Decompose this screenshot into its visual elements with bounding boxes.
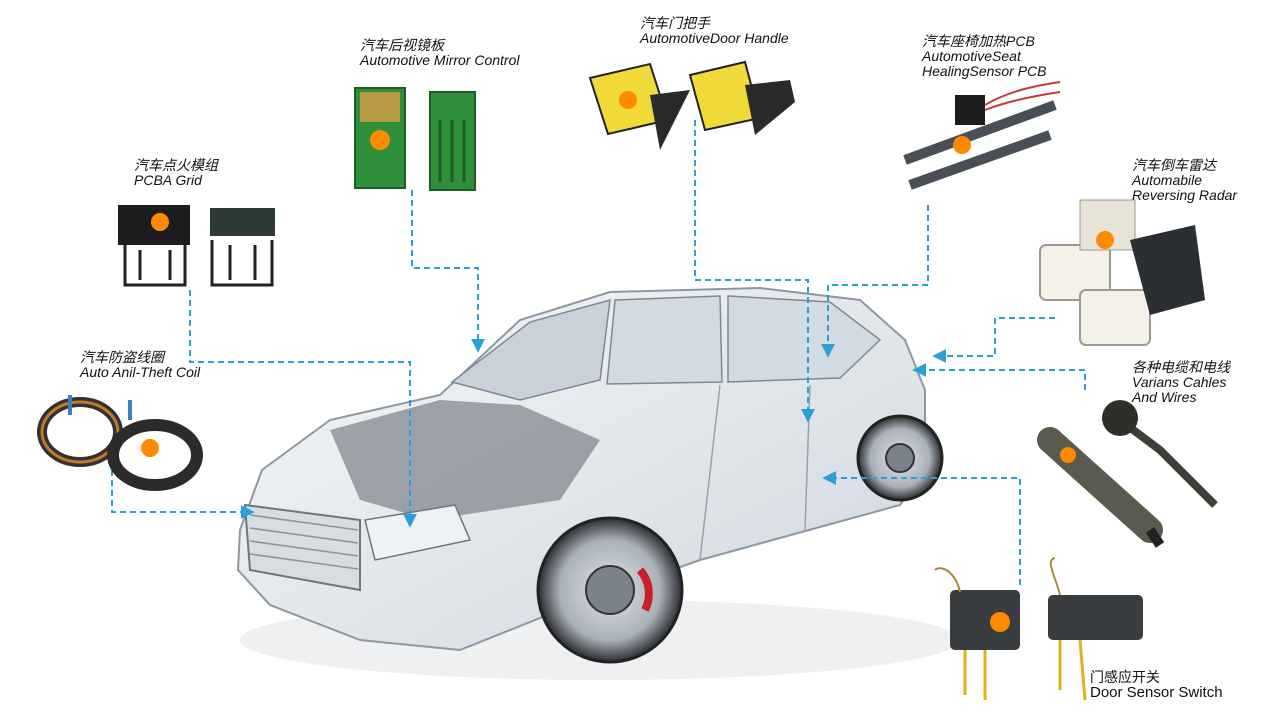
- engine-bay: [330, 400, 600, 520]
- windshield: [450, 298, 611, 401]
- leader-coil: [111, 460, 255, 519]
- label-cables-wires: 各种电缆和电线 Varians Cahles And Wires: [1132, 360, 1230, 405]
- door-handle-sensors: [588, 60, 795, 150]
- seat-sensor-chip: [955, 95, 985, 125]
- label-en: PCBA Grid: [134, 172, 202, 188]
- rear-side-window: [727, 295, 882, 383]
- cables-and-wires: [1037, 400, 1218, 548]
- pcba-grid-modules: [118, 205, 275, 287]
- label-seat-heating: 汽车座椅加热PCB AutomotiveSeat HealingSensor P…: [922, 34, 1047, 79]
- reversing-radar: [1039, 199, 1205, 346]
- label-zh: 汽车门把手: [640, 15, 710, 31]
- label-en: Door Sensor Switch: [1090, 684, 1223, 701]
- connector-icon: [1102, 400, 1138, 436]
- grille-slats: [249, 514, 359, 570]
- car-illustration: [236, 286, 960, 680]
- av-logo-icon: [1096, 231, 1114, 249]
- seat-heating-bars: [903, 100, 1057, 190]
- mirror-control-pcbs: [354, 87, 476, 191]
- label-zh: 各种电缆和电线: [1132, 359, 1230, 375]
- av-logo-icon: [370, 130, 390, 150]
- radar-connector-left: [1039, 244, 1111, 301]
- switch-wires: [963, 639, 1087, 701]
- leader-seat: [821, 205, 929, 358]
- cable-right: [1117, 416, 1218, 508]
- coil-right: [107, 419, 203, 491]
- door-sensor-right-body: [745, 80, 795, 135]
- switch-levers: [934, 557, 1061, 596]
- front-wheel-hub: [585, 565, 635, 615]
- cable-left: [1145, 527, 1165, 548]
- label-door-sensor-switch: 门感应开关 Door Sensor Switch: [1090, 669, 1223, 701]
- rear-wheel-hub: [885, 443, 915, 473]
- micro-switch-icon: [1048, 595, 1143, 640]
- leader-pcba: [189, 290, 417, 528]
- label-en-2: And Wires: [1132, 389, 1197, 405]
- coil-left-copper: [40, 400, 120, 464]
- leader-door: [694, 120, 815, 423]
- av-logo-icon: [151, 213, 169, 231]
- label-zh: 汽车防盗线圈: [80, 349, 164, 365]
- micro-switch-icon: [950, 590, 1020, 650]
- label-en: Auto Anil-Theft Coil: [80, 364, 201, 380]
- av-logo-icon: [953, 136, 971, 154]
- label-en: AutomotiveDoor Handle: [640, 30, 789, 46]
- front-side-window: [606, 295, 723, 385]
- label-anti-theft-coil: 汽车防盗线圈 Auto Anil-Theft Coil: [80, 350, 200, 380]
- label-door-handle: 汽车门把手 AutomotiveDoor Handle: [640, 16, 789, 46]
- label-en: Automotive Mirror Control: [360, 52, 520, 68]
- label-zh: 汽车座椅加热PCB: [922, 33, 1035, 49]
- brake-caliper: [636, 567, 653, 612]
- label-en-2: HealingSensor PCB: [922, 63, 1047, 79]
- mirror-pcb-left-chip: [360, 92, 400, 122]
- label-reversing-radar: 汽车倒车雷达 Automabile Reversing Radar: [1132, 158, 1237, 203]
- headlight: [364, 504, 472, 561]
- label-zh: 汽车倒车雷达: [1132, 157, 1216, 173]
- leader-mirror: [411, 190, 485, 353]
- pcba-right-frame: [210, 240, 274, 287]
- leader-lines: [111, 120, 1086, 585]
- label-en: AutomotiveSeat: [922, 48, 1021, 64]
- pcba-left-frame: [123, 245, 187, 287]
- mirror-pcb-traces: [438, 120, 466, 182]
- label-zh: 汽车后视镜板: [360, 37, 444, 53]
- seat-heating-sensor: [903, 81, 1061, 190]
- label-zh: 门感应开关: [1090, 669, 1160, 685]
- label-en: Varians Cahles: [1132, 374, 1227, 390]
- seat-sensor-wires: [984, 81, 1061, 111]
- label-en-2: Reversing Radar: [1132, 187, 1238, 203]
- anti-theft-coils: [37, 395, 203, 491]
- leader-switch: [822, 471, 1021, 585]
- av-logo-icon: [619, 91, 637, 109]
- label-pcba-grid: 汽车点火模组 PCBA Grid: [134, 158, 218, 188]
- radar-connector-right: [1079, 289, 1151, 346]
- coil-pins: [68, 395, 132, 420]
- radar-sensor-head: [1130, 225, 1205, 315]
- leader-radar: [932, 317, 1055, 363]
- door-sensor-switches: [934, 557, 1143, 701]
- leader-cables: [912, 363, 1086, 390]
- door-sensor-left-body: [650, 90, 690, 150]
- label-zh: 汽车点火模组: [134, 157, 218, 173]
- label-en: Automabile: [1132, 172, 1203, 188]
- av-logo-icon: [1060, 447, 1076, 463]
- pcba-right-module: [210, 208, 275, 236]
- label-mirror-control: 汽车后视镜板 Automotive Mirror Control: [360, 38, 520, 68]
- av-logo-icon: [141, 439, 159, 457]
- av-logo-icon: [990, 612, 1010, 632]
